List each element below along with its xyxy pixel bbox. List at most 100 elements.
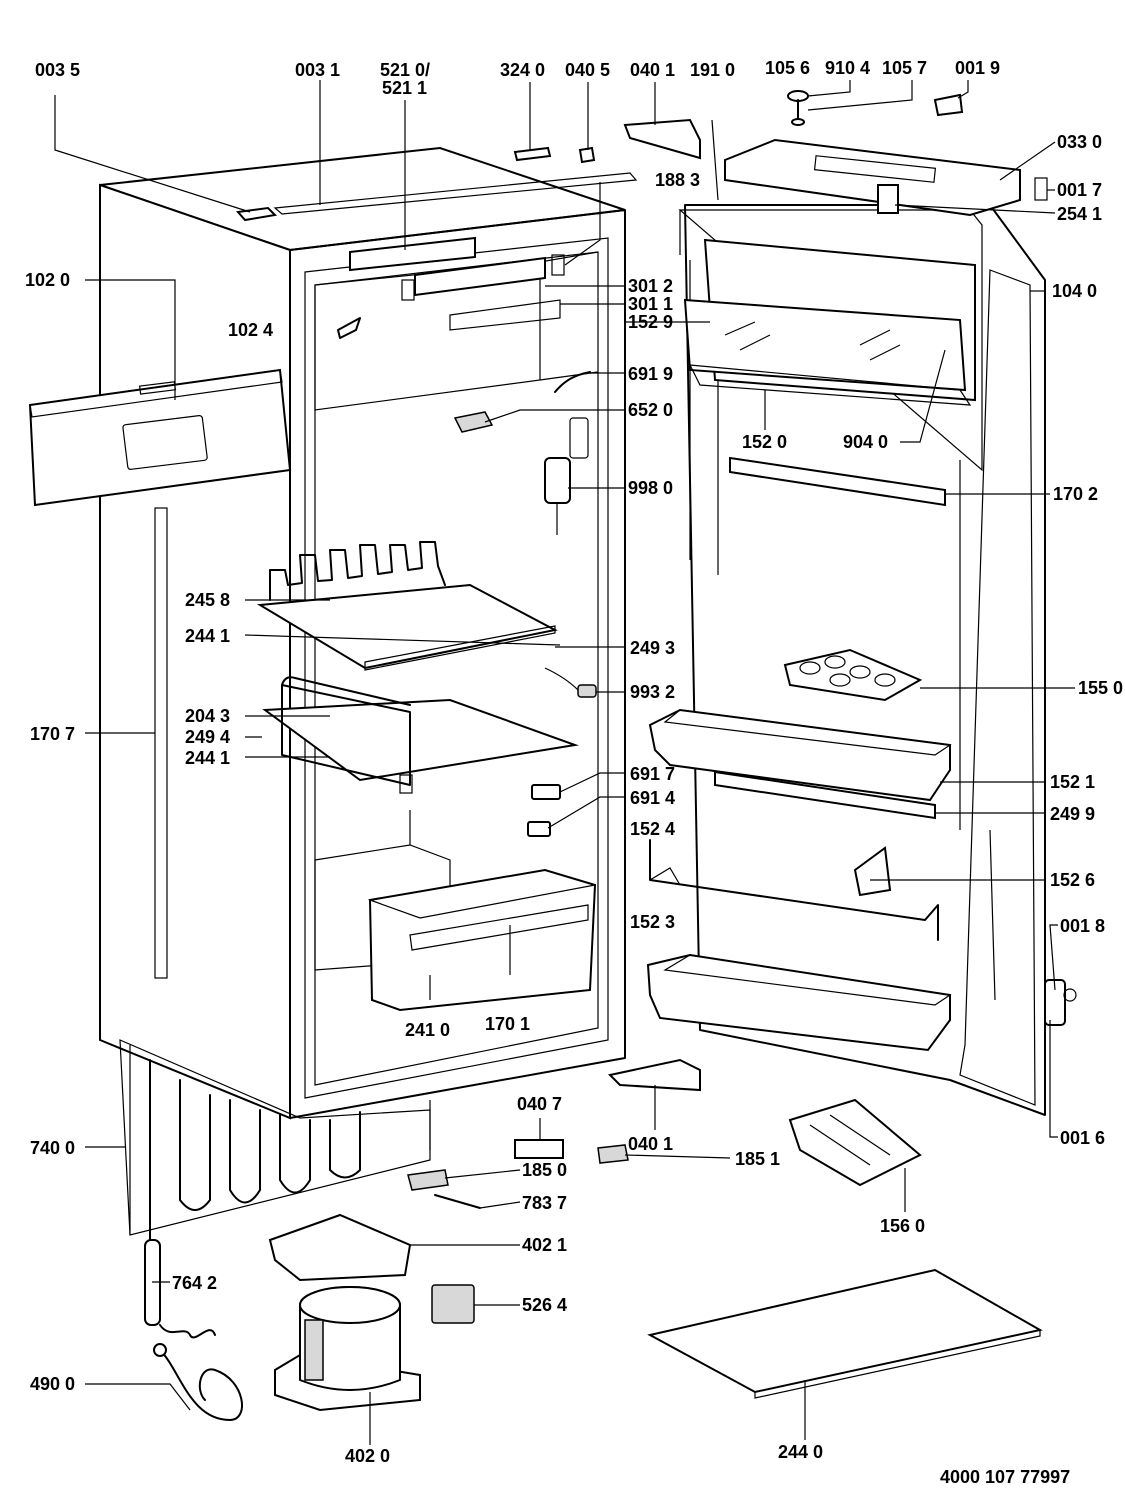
bottle-rack — [649, 839, 939, 941]
crisper-drawer — [367, 868, 597, 1012]
label-490-0: 490 0 — [30, 1374, 75, 1394]
label-244-1-upper: 244 1 — [185, 626, 230, 646]
label-152-1: 152 1 — [1050, 772, 1095, 792]
crisper-cover — [262, 676, 579, 794]
label-104-0: 104 0 — [1052, 281, 1097, 301]
label-001-6: 001 6 — [1060, 1128, 1105, 1148]
freezer-flap — [683, 238, 976, 406]
cap-001-9 — [933, 93, 964, 117]
label-783-7: 783 7 — [522, 1193, 567, 1213]
label-170-7: 170 7 — [30, 724, 75, 744]
label-993-2: 993 2 — [630, 682, 675, 702]
compressor-support — [268, 1213, 412, 1282]
label-188-3: 188 3 — [655, 170, 700, 190]
label-033-0: 033 0 — [1057, 132, 1102, 152]
label-040-1-bottom: 040 1 — [628, 1134, 673, 1154]
label-105-7: 105 7 — [882, 58, 927, 78]
label-301-2: 301 2 — [628, 276, 673, 296]
part-783-7 — [434, 1194, 481, 1209]
clip-254-1 — [877, 184, 899, 214]
label-152-6: 152 6 — [1050, 870, 1095, 890]
door-bar-249-9 — [714, 770, 936, 820]
label-245-8: 245 8 — [185, 590, 230, 610]
label-102-0: 102 0 — [25, 270, 70, 290]
switch-998-0 — [544, 417, 589, 535]
label-185-0: 185 0 — [522, 1160, 567, 1180]
label-152-0: 152 0 — [742, 432, 787, 452]
label-040-7: 040 7 — [517, 1094, 562, 1114]
label-526-4: 526 4 — [522, 1295, 567, 1315]
wire-691-9 — [554, 371, 591, 393]
hinge-upper — [623, 118, 701, 160]
bottle-stopper — [853, 846, 892, 897]
label-155-0: 155 0 — [1078, 678, 1123, 698]
door-gasket — [711, 119, 719, 201]
label-301-1: 301 1 — [628, 294, 673, 314]
power-cord — [159, 1349, 243, 1421]
door-bin-lower — [646, 953, 952, 1052]
label-244-1-lower: 244 1 — [185, 748, 230, 768]
label-105-6: 105 6 — [765, 58, 810, 78]
label-691-7: 691 7 — [630, 764, 675, 784]
label-904-0: 904 0 — [843, 432, 888, 452]
label-249-3: 249 3 — [630, 638, 675, 658]
freezer-door — [28, 368, 292, 507]
part-040-5 — [578, 146, 596, 164]
hinge-side — [1044, 979, 1077, 1026]
label-324-0: 324 0 — [500, 60, 545, 80]
label-040-5: 040 5 — [565, 60, 610, 80]
compressor — [274, 1286, 421, 1412]
label-249-4: 249 4 — [185, 727, 230, 747]
label-241-0: 241 0 — [405, 1020, 450, 1040]
label-001-9: 001 9 — [955, 58, 1000, 78]
label-152-4: 152 4 — [630, 819, 675, 839]
label-521-1: 521 1 — [382, 78, 427, 98]
label-102-4: 102 4 — [228, 320, 273, 340]
door-bin-upper — [648, 708, 952, 802]
relay-box — [431, 1284, 475, 1324]
glass-shelf-upper — [256, 541, 558, 671]
label-652-0: 652 0 — [628, 400, 673, 420]
label-170-1: 170 1 — [485, 1014, 530, 1034]
part-185-0 — [407, 1169, 449, 1191]
egg-tray — [783, 648, 923, 702]
label-402-0: 402 0 — [345, 1446, 390, 1466]
screw-set — [787, 90, 809, 126]
label-521-0: 521 0/ — [380, 60, 430, 80]
label-152-3: 152 3 — [630, 912, 675, 932]
label-402-1: 402 1 — [522, 1235, 567, 1255]
label-040-1-top: 040 1 — [630, 60, 675, 80]
ice-tray — [788, 1098, 922, 1187]
label-185-1: 185 1 — [735, 1149, 780, 1169]
sensor-993-2 — [544, 667, 597, 698]
label-003-5: 003 5 — [35, 60, 80, 80]
label-691-9: 691 9 — [628, 364, 673, 384]
part-102-4 — [337, 317, 361, 339]
hinge-lower — [607, 1058, 701, 1092]
lamp-652-0 — [453, 411, 494, 433]
label-156-0: 156 0 — [880, 1216, 925, 1236]
label-191-0: 191 0 — [690, 60, 735, 80]
label-740-0: 740 0 — [30, 1138, 75, 1158]
label-249-9: 249 9 — [1050, 804, 1095, 824]
part-185-1 — [597, 1144, 629, 1164]
part-labels: 003 5 003 1 521 0/ 521 1 324 0 040 5 040… — [25, 58, 1123, 1487]
label-998-0: 998 0 — [628, 478, 673, 498]
part-040-7 — [514, 1139, 564, 1159]
part-691-4 — [527, 821, 551, 837]
document-code: 4000 107 77997 — [940, 1467, 1070, 1487]
door-bar-170-2 — [729, 456, 946, 507]
condenser — [119, 1039, 431, 1251]
label-244-0: 244 0 — [778, 1442, 823, 1462]
label-764-2: 764 2 — [172, 1273, 217, 1293]
label-003-1: 003 1 — [295, 60, 340, 80]
top-bracket — [724, 138, 1021, 217]
label-170-2: 170 2 — [1053, 484, 1098, 504]
part-691-7 — [531, 784, 561, 800]
control-housing — [401, 254, 565, 331]
label-910-4: 910 4 — [825, 58, 870, 78]
label-204-3: 204 3 — [185, 706, 230, 726]
label-152-9: 152 9 — [628, 312, 673, 332]
label-254-1: 254 1 — [1057, 204, 1102, 224]
